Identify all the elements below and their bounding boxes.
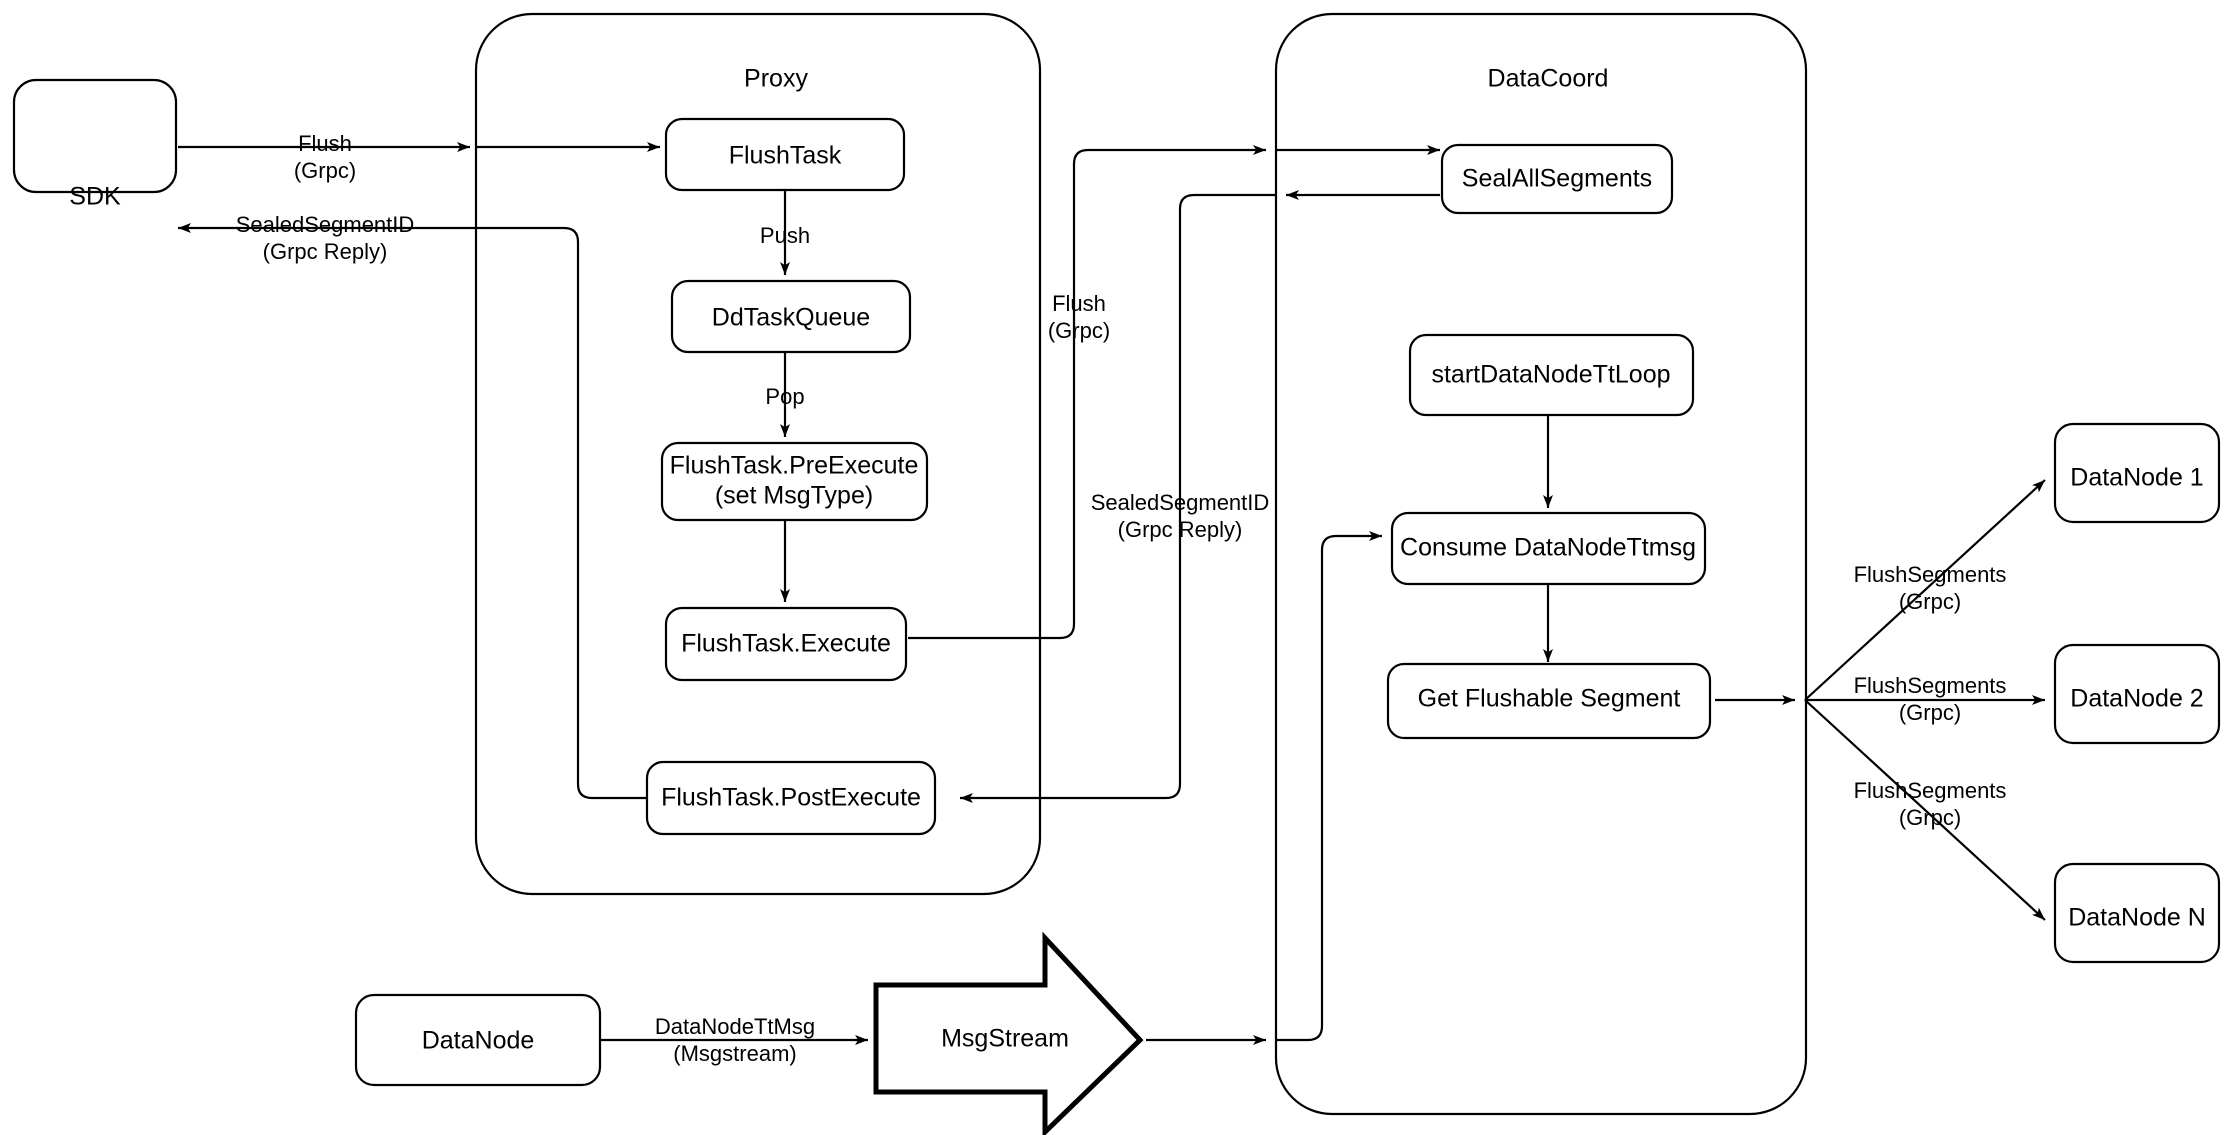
edge-datacoord-boundary-to-consume: [1276, 531, 1382, 1042]
edge-sealedsegmentid-reply-label-line1: SealedSegmentID: [236, 212, 415, 237]
node-datanode-bottom[interactable]: DataNode: [354, 993, 602, 1087]
container-datacoord-label: DataCoord: [1488, 65, 1609, 93]
node-consume-datanodettmsg-label: Consume DataNodeTtmsg: [1400, 534, 1696, 562]
node-flushtask[interactable]: FlushTask: [664, 117, 906, 192]
edge-flushsegments-datanode-1: FlushSegments (Grpc): [1804, 479, 2046, 701]
edge-flushsegments-2-label-line2: (Grpc): [1899, 700, 1961, 725]
node-preexecute-label-line2: (set MsgType): [715, 482, 873, 510]
edge-sealedsegmentid-datacoord-label-line1: SealedSegmentID: [1091, 490, 1270, 515]
edge-flushsegments-datanode-2: FlushSegments (Grpc): [1805, 673, 2045, 725]
node-execute-label: FlushTask.Execute: [681, 630, 891, 658]
container-proxy-label: Proxy: [744, 65, 808, 93]
node-datanode-2-label: DataNode 2: [2070, 685, 2203, 713]
edge-flush-grpc-proxy-datacoord-label-line2: (Grpc): [1048, 318, 1110, 343]
edge-pop: Pop: [765, 352, 805, 437]
node-sdk-label: SDK: [69, 183, 121, 211]
node-sdk[interactable]: SDK: [12, 78, 178, 211]
edge-flushsegments-1-label-line2: (Grpc): [1899, 589, 1961, 614]
edge-pop-label: Pop: [765, 384, 804, 409]
node-sealallsegments-label: SealAllSegments: [1462, 165, 1652, 193]
edge-datanode-to-msgstream: DataNodeTtMsg (Msgstream): [600, 1014, 868, 1066]
edge-flushsegments-n-label-line2: (Grpc): [1899, 805, 1961, 830]
edge-datanodettmsg-label-line2: (Msgstream): [673, 1041, 796, 1066]
edge-proxy-to-sdk: SealedSegmentID (Grpc Reply): [178, 212, 662, 800]
edge-flush-grpc-label-line2: (Grpc): [294, 158, 356, 183]
node-get-flushable-segment[interactable]: Get Flushable Segment: [1386, 662, 1712, 740]
edge-datanodettmsg-label-line1: DataNodeTtMsg: [655, 1014, 815, 1039]
node-datanode-n[interactable]: DataNode N: [2053, 862, 2221, 964]
node-datanode-1[interactable]: DataNode 1: [2053, 422, 2221, 524]
edge-flushsegments-n-label-line1: FlushSegments: [1854, 778, 2007, 803]
node-datanode-bottom-label: DataNode: [422, 1027, 535, 1055]
node-datanode-n-label: DataNode N: [2068, 904, 2206, 932]
edge-flush-grpc-proxy-datacoord-label-line1: Flush: [1052, 291, 1106, 316]
edge-push-label: Push: [760, 223, 810, 248]
node-sealallsegments[interactable]: SealAllSegments: [1440, 143, 1674, 215]
node-preexecute-label-line1: FlushTask.PreExecute: [670, 452, 919, 480]
edge-execute-to-datacoord: Flush (Grpc): [908, 145, 1266, 640]
node-startdatanodettloop-label: startDataNodeTtLoop: [1431, 361, 1670, 389]
node-consume-datanodettmsg[interactable]: Consume DataNodeTtmsg: [1390, 511, 1707, 586]
node-flushtask-label: FlushTask: [729, 142, 842, 170]
node-ddtaskqueue[interactable]: DdTaskQueue: [670, 279, 912, 354]
edge-sdk-to-proxy: Flush (Grpc): [178, 131, 470, 183]
node-postexecute-label: FlushTask.PostExecute: [661, 784, 921, 812]
node-ddtaskqueue-label: DdTaskQueue: [712, 304, 870, 332]
edge-sealedsegmentid-reply-label-line2: (Grpc Reply): [263, 239, 388, 264]
edge-sealedsegmentid-datacoord-label-line2: (Grpc Reply): [1118, 517, 1243, 542]
node-get-flushable-segment-label: Get Flushable Segment: [1418, 685, 1681, 713]
node-startdatanodettloop[interactable]: startDataNodeTtLoop: [1408, 333, 1695, 417]
node-flushtask-preexecute[interactable]: FlushTask.PreExecute (set MsgType): [660, 441, 929, 522]
edge-flush-grpc-label-line1: Flush: [298, 131, 352, 156]
node-msgstream[interactable]: MsgStream: [873, 931, 1144, 1135]
edge-datacoord-to-postexecute: SealedSegmentID (Grpc Reply): [960, 193, 1276, 803]
node-flushtask-execute[interactable]: FlushTask.Execute: [664, 606, 908, 682]
node-flushtask-postexecute[interactable]: FlushTask.PostExecute: [645, 760, 937, 836]
edge-flushsegments-1-label-line1: FlushSegments: [1854, 562, 2007, 587]
edge-push: Push: [760, 190, 810, 275]
edge-flushsegments-datanode-n: FlushSegments (Grpc): [1804, 699, 2046, 921]
node-datanode-2[interactable]: DataNode 2: [2053, 643, 2221, 745]
node-msgstream-label: MsgStream: [941, 1025, 1069, 1053]
node-datanode-1-label: DataNode 1: [2070, 464, 2203, 492]
edge-flushsegments-2-label-line1: FlushSegments: [1854, 673, 2007, 698]
